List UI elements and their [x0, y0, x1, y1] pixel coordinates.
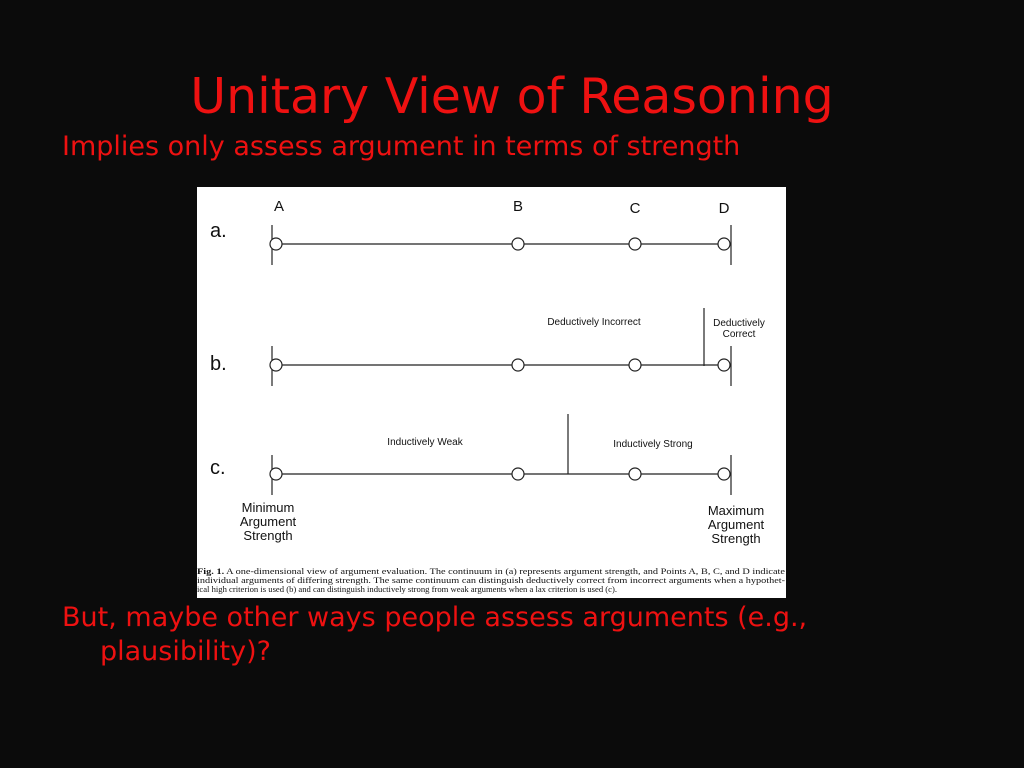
caption-text-1: A one-dimensional view of argument evalu… [224, 567, 785, 576]
row-label-b: b. [210, 353, 227, 375]
figure-caption-line-3: ical high criterion is used (b) and can … [197, 585, 617, 594]
region-deductively-correct-2: Correct [723, 329, 756, 340]
min-label-1: Minimum [242, 500, 295, 515]
bullet-but-maybe-line-1: But, maybe other ways people assess argu… [62, 602, 808, 633]
point-c-b [628, 358, 642, 372]
region-deductively-correct-1: Deductively [713, 318, 765, 329]
figure-caption-line-2: individual arguments of differing streng… [197, 576, 785, 585]
region-inductively-strong: Inductively Strong [613, 439, 693, 450]
point-label-a: A [274, 198, 284, 215]
row-label-a: a. [210, 220, 227, 242]
region-deductively-incorrect: Deductively Incorrect [547, 317, 641, 328]
point-a-b [269, 358, 283, 372]
figure-caption-line-1: Fig. 1. A one-dimensional view of argume… [197, 567, 786, 576]
point-b-c [511, 467, 525, 481]
point-d-a [717, 237, 731, 251]
bullet-but-maybe: But, maybe other ways people assess argu… [62, 601, 962, 669]
min-label-3: Strength [243, 528, 292, 543]
row-label-c: c. [210, 457, 226, 479]
continuum-diagram: A B C D a. Deductively Incorrect Deducti… [197, 198, 786, 594]
max-label-2: Argument [708, 517, 765, 532]
point-d-b [717, 358, 731, 372]
point-a-c [269, 467, 283, 481]
point-b-b [511, 358, 525, 372]
point-c-c [628, 467, 642, 481]
max-label-1: Maximum [708, 503, 764, 518]
min-label-2: Argument [240, 514, 297, 529]
point-a-a [269, 237, 283, 251]
region-inductively-weak: Inductively Weak [387, 437, 463, 448]
point-c-a [628, 237, 642, 251]
point-b-a [511, 237, 525, 251]
argument-strength-figure: A B C D a. Deductively Incorrect Deducti… [197, 187, 786, 598]
point-label-b: B [513, 198, 523, 215]
caption-fig-label: Fig. 1. [197, 567, 224, 576]
point-label-d: D [719, 200, 730, 217]
max-label-3: Strength [711, 531, 760, 546]
point-d-c [717, 467, 731, 481]
bullet-but-maybe-line-2: plausibility)? [100, 636, 271, 667]
point-label-c: C [630, 200, 641, 217]
bullet-implies: Implies only assess argument in terms of… [62, 131, 741, 162]
slide-title: Unitary View of Reasoning [190, 68, 834, 125]
